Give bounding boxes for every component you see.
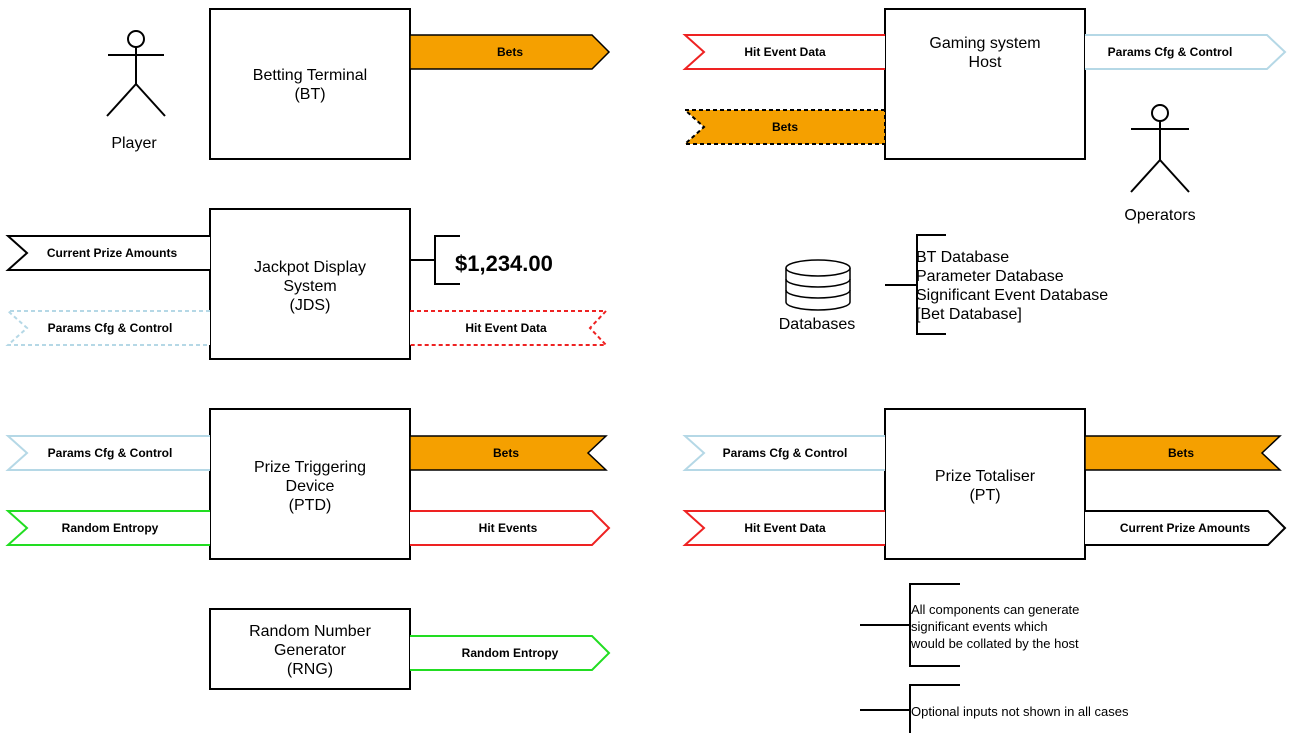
databases-list: BT Database Parameter Database Significa… [916,249,1108,323]
pt-params-label: Params Cfg & Control [723,446,848,460]
jds-title-line2: System [283,278,336,295]
host-hit-event-data-arrow[interactable] [682,34,885,70]
operators-label: Operators [1124,207,1195,224]
pt-current-prize-arrow[interactable] [1085,510,1287,546]
significant-events-note-line1: All components can generate [911,602,1079,617]
host-box[interactable] [884,8,1086,160]
pt-bets-arrow[interactable] [1084,435,1282,471]
ptd-params-arrow[interactable] [5,435,210,471]
ptd-random-entropy-label: Random Entropy [62,521,159,535]
jackpot-amount: $1,234.00 [455,251,553,276]
significant-events-note-line3: would be collated by the host [910,636,1079,651]
host-title-line1: Gaming system [929,35,1040,52]
databases-bracket [885,234,946,335]
jds-title-line3: (JDS) [290,297,331,314]
operators-actor-icon [1130,104,1190,193]
database-item: Significant Event Database [916,287,1108,304]
pt-title-line2: (PT) [969,487,1000,504]
ptd-title-line1: Prize Triggering [254,459,366,476]
bt-title-line1: Betting Terminal [253,67,367,84]
host-bets-label: Bets [772,120,798,134]
ptd-params-label: Params Cfg & Control [48,446,173,460]
host-params-arrow[interactable] [1085,34,1287,70]
rng-random-entropy-arrow[interactable] [410,635,611,671]
ptd-title-line2: Device [286,478,335,495]
rng-random-entropy-label: Random Entropy [462,646,559,660]
ptd-hit-events-arrow[interactable] [410,510,611,546]
jds-current-prize-label: Current Prize Amounts [47,246,178,260]
jds-title-line1: Jackpot Display [254,259,366,276]
rng-box[interactable] [209,608,411,690]
ptd-title-line3: (PTD) [289,497,332,514]
bt-bets-label: Bets [497,45,523,59]
host-title-line2: Host [969,54,1002,71]
pt-hit-event-data-arrow[interactable] [682,510,885,546]
ptd-box[interactable] [209,408,411,560]
pt-current-prize-label: Current Prize Amounts [1120,521,1251,535]
jds-box[interactable] [209,208,411,360]
rng-title-line3: (RNG) [287,661,333,678]
jds-hit-event-data-label: Hit Event Data [465,321,547,335]
jds-params-arrow[interactable] [5,310,210,346]
betting-terminal-box[interactable] [209,8,411,160]
database-item: Parameter Database [916,268,1064,285]
optional-inputs-note-bracket [860,684,960,733]
significant-events-note-line2: significant events which [911,619,1048,634]
ptd-hit-events-label: Hit Events [479,521,538,535]
database-item: BT Database [916,249,1009,266]
jackpot-display-bracket [410,235,460,285]
jds-hit-event-data-arrow[interactable] [410,310,609,346]
host-bets-arrow[interactable] [682,109,886,145]
optional-inputs-note: Optional inputs not shown in all cases [911,704,1129,719]
host-hit-event-data-label: Hit Event Data [744,45,826,59]
player-actor-icon [106,30,166,117]
ptd-random-entropy-arrow[interactable] [5,510,210,546]
pt-bets-label: Bets [1168,446,1194,460]
pt-box[interactable] [884,408,1086,560]
database-icon [785,259,851,311]
pt-hit-event-data-label: Hit Event Data [744,521,826,535]
bt-title-line2: (BT) [294,86,325,103]
ptd-bets-arrow[interactable] [409,435,608,471]
bt-bets-arrow[interactable] [409,34,611,70]
rng-title-line2: Generator [274,642,347,659]
jds-current-prize-arrow[interactable] [5,235,210,271]
database-item: [Bet Database] [916,306,1022,323]
pt-params-arrow[interactable] [682,435,885,471]
player-label: Player [111,135,157,152]
rng-title-line1: Random Number [249,623,372,640]
host-params-label: Params Cfg & Control [1108,45,1233,59]
databases-label: Databases [779,316,856,333]
ptd-bets-label: Bets [493,446,519,460]
jds-params-label: Params Cfg & Control [48,321,173,335]
pt-title-line1: Prize Totaliser [935,468,1036,485]
significant-events-note-bracket [860,583,960,667]
